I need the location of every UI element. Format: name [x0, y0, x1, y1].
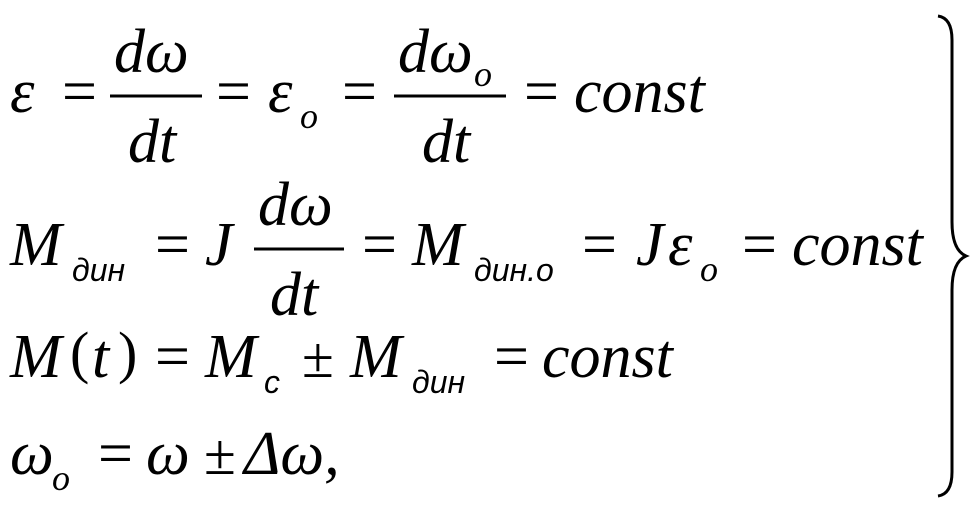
left-paren: ( [70, 320, 89, 385]
moment-symbol: M [9, 323, 65, 391]
moment-symbol: M [411, 211, 467, 279]
fraction-numerator: dω [258, 171, 333, 239]
delta-omega-symbol: Δω, [241, 420, 340, 488]
moment-symbol: M [9, 211, 65, 279]
right-brace [937, 14, 970, 498]
fraction-numerator: dω [398, 18, 473, 86]
equals-sign: = [155, 211, 190, 279]
epsilon-symbol: ε [668, 211, 693, 279]
plus-minus-sign: ± [204, 422, 236, 487]
moment-symbol: M [204, 323, 260, 391]
equals-sign: = [155, 323, 190, 391]
subscript: o [700, 249, 718, 289]
fraction-denominator: dt [422, 108, 472, 176]
subscript: дин.о [474, 252, 554, 288]
equals-sign: = [342, 58, 377, 126]
fraction-numerator: dω [114, 18, 189, 86]
omega-symbol: ω [146, 420, 190, 488]
subscript: o [300, 96, 318, 136]
epsilon-symbol: ε [10, 58, 35, 126]
equals-sign: = [582, 211, 617, 279]
inertia-symbol: J [205, 211, 235, 279]
omega-symbol: ω [10, 420, 54, 488]
equals-sign: = [98, 420, 133, 488]
subscript: c [264, 364, 280, 400]
subscript: дин [72, 252, 125, 288]
equals-sign: = [362, 211, 397, 279]
equation-line-2: M дин = J dω dt = M дин.о = J ε o = cons… [9, 171, 925, 329]
time-symbol: t [92, 323, 111, 391]
moment-symbol: M [349, 323, 405, 391]
const-text: const [574, 58, 707, 126]
equation-line-1: ε = dω dt = ε o = dω o dt = const [10, 18, 707, 176]
equals-sign: = [216, 58, 251, 126]
const-text: const [792, 211, 925, 279]
equals-sign: = [742, 211, 777, 279]
plus-minus-sign: ± [302, 325, 334, 390]
fraction-denominator: dt [128, 108, 178, 176]
equals-sign: = [494, 323, 529, 391]
const-text: const [542, 323, 675, 391]
fraction-denominator: dt [270, 261, 320, 329]
equals-sign: = [524, 58, 559, 126]
inertia-symbol: J [636, 211, 666, 279]
equation-line-3: M ( t ) = M c ± M дин = const [9, 320, 675, 400]
right-paren: ) [118, 320, 137, 385]
equation-line-4: ω o = ω ± Δω, [10, 420, 340, 498]
epsilon-symbol: ε [268, 58, 293, 126]
subscript: дин [412, 364, 465, 400]
subscript: o [474, 54, 492, 94]
equals-sign: = [62, 58, 97, 126]
subscript: o [52, 458, 70, 498]
